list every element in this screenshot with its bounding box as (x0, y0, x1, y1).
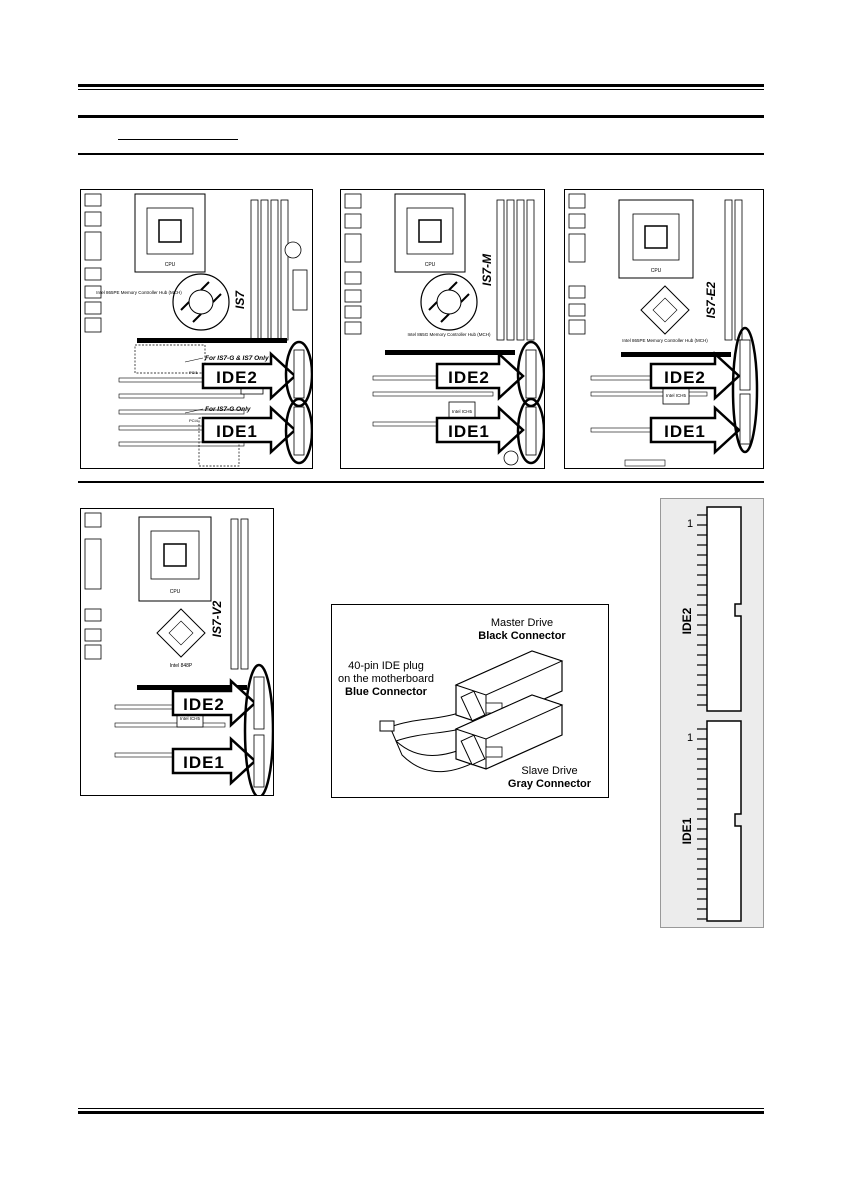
section-rule-bottom (78, 153, 764, 155)
master-drive-caption: Master Drive Black Connector (462, 617, 582, 643)
is7e2-model-label: IS7-E2 (704, 281, 718, 318)
is7m-mch-label: Intel 865G Memory Controller Hub (MCH) (407, 332, 491, 337)
is7e2-ich-label: Intel ICH5 (666, 393, 687, 398)
is7-model-label: IS7 (233, 290, 247, 309)
is7v2-cpu-label: CPU (170, 589, 181, 595)
motherboard-is7m-diagram: CPU Intel 865G Memory Controller Hub (MC… (340, 189, 545, 469)
is7m-ich-label: Intel ICH5 (452, 409, 473, 414)
ide-plug-label: 40-pin IDE plug (348, 660, 424, 672)
motherboard-is7-diagram: CPU Intel 865PE Memory Controller Hub (M… (80, 189, 313, 469)
motherboard-is7-drawing: CPU Intel 865PE Memory Controller Hub (M… (84, 193, 312, 467)
is7m-model-label: IS7-M (480, 253, 494, 286)
is7-pci1-label: PCI1 (189, 370, 199, 375)
ide1-pin1-label: 1 (687, 732, 693, 744)
ide2-pin1-label: 1 (687, 518, 693, 530)
is7-cpu-label: CPU (165, 262, 176, 268)
is7e2-ide1-callout: IDE1 (664, 422, 706, 441)
ide-plug-location-label: on the motherboard (337, 673, 434, 685)
ide-drive-connection-diagram: Master Drive Black Connector 40-pin IDE … (331, 604, 609, 798)
is7v2-mch-label: Intel 848P (170, 663, 193, 669)
footer-rule-thick (78, 1111, 764, 1114)
is7-note-top: For IS7-G & IS7 Only (205, 355, 269, 362)
ide-plug-connector-label: Blue Connector (345, 686, 427, 698)
section-title-underline (118, 139, 238, 140)
slave-drive-label: Slave Drive (521, 765, 578, 777)
is7e2-cpu-label: CPU (651, 268, 662, 274)
slave-drive-connector-label: Gray Connector (507, 778, 592, 790)
is7-ide1-callout: IDE1 (216, 422, 258, 441)
ide2-pinout-label: IDE2 (680, 607, 694, 634)
is7-note-bottom: For IS7-G Only (205, 406, 251, 413)
is7-mch-label: Intel 865PE Memory Controller Hub (MCH) (96, 290, 182, 295)
is7m-ide1-callout: IDE1 (448, 422, 490, 441)
is7-pci4-label: PCI4 (189, 418, 199, 423)
is7v2-ich-label: Intel ICH5 (180, 716, 201, 721)
is7m-ide2-callout: IDE2 (448, 368, 490, 387)
motherboard-is7v2-drawing: CPU Intel 848P IS7-V2 Intel ICH5 IDE2 ID… (84, 512, 273, 795)
row-divider (78, 481, 764, 483)
is7e2-ide2-callout: IDE2 (664, 368, 706, 387)
motherboard-is7v2-diagram: CPU Intel 848P IS7-V2 Intel ICH5 IDE2 ID… (80, 508, 274, 796)
master-drive-label: Master Drive (490, 617, 554, 629)
footer-rule-thin (78, 1108, 764, 1109)
motherboard-is7e2-drawing: CPU Intel 865PE Memory Controller Hub (M… (568, 193, 759, 467)
ide-cable-drawing (379, 650, 564, 773)
ide-pinout-drawing: 1 1 IDE2 IDE1 (680, 506, 742, 922)
motherboard-is7e2-diagram: CPU Intel 865PE Memory Controller Hub (M… (564, 189, 764, 469)
header-rule-thick (78, 84, 764, 87)
is7m-cpu-label: CPU (425, 262, 436, 268)
is7e2-mch-label: Intel 865PE Memory Controller Hub (MCH) (622, 338, 708, 343)
section-rule-thick (78, 115, 764, 118)
master-drive-connector-label: Black Connector (478, 630, 566, 642)
ide-plug-caption: 40-pin IDE plug on the motherboard Blue … (332, 660, 440, 699)
motherboard-is7m-drawing: CPU Intel 865G Memory Controller Hub (MC… (344, 193, 544, 466)
is7v2-ide1-callout: IDE1 (183, 753, 225, 772)
header-rule-thin (78, 89, 764, 90)
ide-pinout-diagram: 1 1 IDE2 IDE1 (660, 498, 764, 928)
slave-drive-caption: Slave Drive Gray Connector (492, 765, 607, 791)
ide1-pinout-label: IDE1 (680, 817, 694, 844)
is7v2-model-label: IS7-V2 (210, 600, 224, 637)
is7-ide2-callout: IDE2 (216, 368, 258, 387)
is7v2-ide2-callout: IDE2 (183, 695, 225, 714)
